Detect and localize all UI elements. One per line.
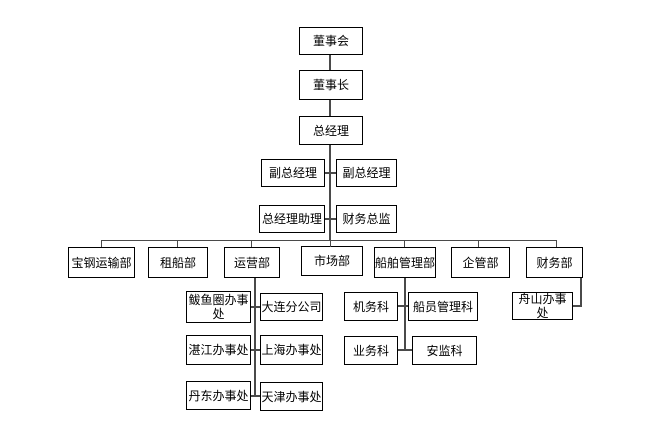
connector-drop-market [330, 240, 331, 247]
org-node-board: 董事会 [299, 27, 363, 55]
connector-operations-row1-stub [251, 306, 260, 308]
org-node-crew-management-section: 船员管理科 [408, 292, 478, 321]
connector-drop-finance [556, 240, 557, 247]
connector-department-rail [101, 240, 557, 241]
org-node-deputy-gm-right: 副总经理 [336, 159, 397, 187]
connector-finance-zhoushan-vertical [580, 278, 582, 307]
org-node-dandong-office: 丹东办事处 [186, 381, 251, 410]
org-node-finance-dept: 财务部 [526, 247, 583, 278]
org-node-general-manager: 总经理 [299, 116, 363, 145]
connector-drop-ship-mgmt [404, 240, 405, 247]
connector-operations-row2-stub [251, 349, 260, 351]
connector-ship-mgmt-row1-stub [398, 305, 408, 307]
org-node-safety-supervision-section: 安监科 [412, 336, 477, 365]
org-node-deputy-gm-left: 副总经理 [261, 159, 325, 187]
connector-drop-baogang [101, 240, 102, 247]
org-node-finance-director: 财务总监 [336, 205, 397, 233]
org-node-ship-management-dept: 船舶管理部 [374, 247, 436, 278]
org-node-baogang-transport-dept: 宝钢运输部 [68, 247, 135, 278]
org-node-operations-dept: 运营部 [224, 247, 280, 278]
connector-board-chairman [329, 55, 331, 70]
org-node-chartering-dept: 租船部 [148, 247, 208, 278]
org-node-chairman: 董事长 [299, 70, 363, 100]
org-node-enterprise-mgmt-dept: 企管部 [451, 247, 510, 278]
org-node-tianjin-office: 天津办事处 [260, 382, 323, 411]
connector-chairman-gm [329, 100, 331, 116]
org-node-dalian-branch: 大连分公司 [260, 293, 323, 321]
org-node-gm-assistant: 总经理助理 [259, 205, 325, 233]
connector-operations-row3-stub [251, 395, 260, 397]
connector-ship-mgmt-row2-stub [398, 349, 412, 351]
org-node-market-dept: 市场部 [301, 246, 363, 276]
connector-gm-trunk [329, 145, 331, 241]
connector-drop-enterprise [478, 240, 479, 247]
connector-ship-mgmt-trunk [404, 278, 406, 351]
connector-finance-zhoushan-horizontal [573, 305, 582, 307]
connector-drop-operations [251, 240, 252, 247]
connector-drop-chartering [177, 240, 178, 247]
org-node-business-section: 业务科 [344, 336, 398, 365]
connector-assistant-cfo-stub [325, 218, 336, 220]
org-node-shanghai-office: 上海办事处 [260, 335, 323, 365]
org-node-zhoushan-office: 舟山办事处 [512, 292, 573, 320]
org-node-marine-engineering-section: 机务科 [344, 292, 398, 321]
connector-operations-trunk [254, 278, 256, 397]
connector-deputy-gm-stub [325, 172, 336, 174]
org-node-bayuquan-office: 鲅鱼圈办事处 [186, 291, 251, 323]
org-node-zhanjiang-office: 湛江办事处 [186, 335, 251, 365]
